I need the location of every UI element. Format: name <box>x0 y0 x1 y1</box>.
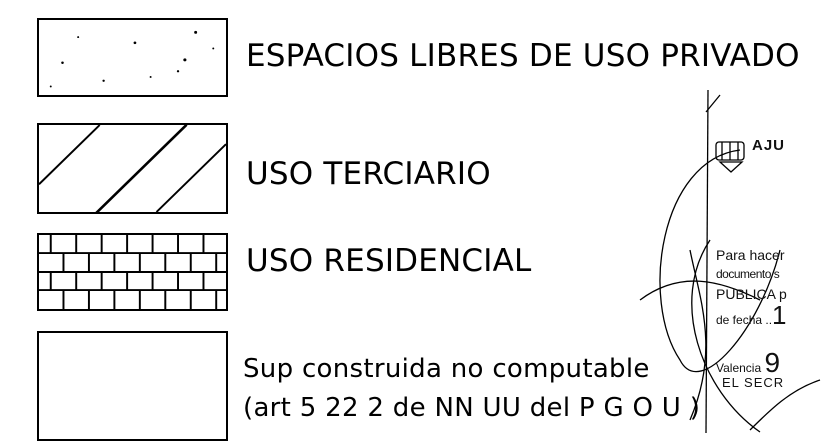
legend-swatch-sup-no-computable <box>37 331 228 441</box>
stamp-line-3: PUBLICA p <box>716 286 787 302</box>
legend-label-sup-no-computable-line1: Sup construida no computable <box>243 354 650 384</box>
legend-label-sup-no-computable-line2: (art 5 22 2 de NN UU del P G O U ) <box>243 393 701 423</box>
legend-label-espacios-libres: ESPACIOS LIBRES DE USO PRIVADO <box>246 38 800 74</box>
legend-swatch-uso-terciario <box>37 123 228 214</box>
stamp-line-2: documento s <box>716 267 780 281</box>
stamp-line-4-prefix: de fecha .. <box>716 313 773 327</box>
legend-swatch-uso-residencial <box>37 233 228 311</box>
stamp-line-4: de fecha ..1 <box>716 300 787 331</box>
stamp-line-6: EL SECR <box>722 375 785 390</box>
legend-label-uso-terciario: USO TERCIARIO <box>246 156 491 192</box>
stamp-line-1: Para hacer <box>716 247 785 263</box>
stamp-line-5: Valencia 9 <box>716 347 780 379</box>
legend-label-uso-residencial: USO RESIDENCIAL <box>246 243 532 279</box>
legend-swatch-espacios-libres <box>37 18 228 97</box>
stamp-header: AJU <box>752 137 786 154</box>
stamp-line-4-value: 1 <box>772 300 787 330</box>
stamp-line-5-prefix: Valencia <box>716 361 762 375</box>
stamp-line-5-value: 9 <box>764 347 781 378</box>
